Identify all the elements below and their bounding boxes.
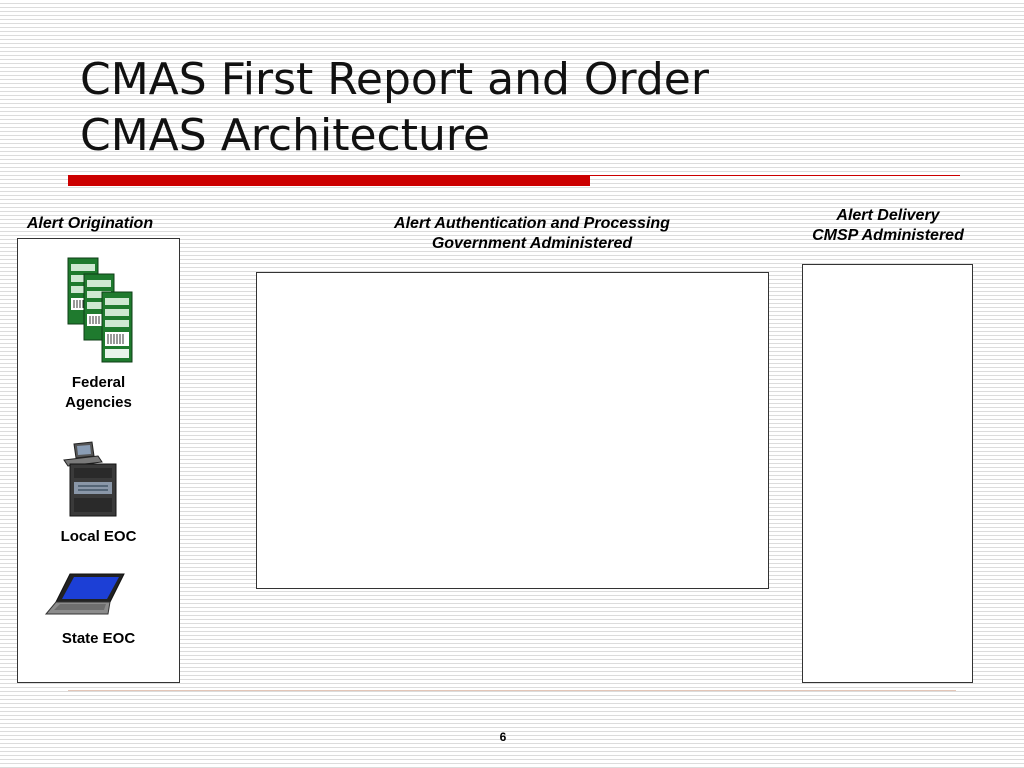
heading-authentication-line-2: Government Administered — [431, 235, 633, 252]
state-eoc-label: State EOC — [17, 629, 180, 649]
heading-alert-origination: Alert Origination — [0, 214, 180, 234]
heading-alert-delivery: Alert Delivery CMSP Administered — [780, 206, 996, 246]
footer-divider — [68, 690, 956, 691]
laptop-icon — [44, 573, 125, 615]
heading-alert-authentication: Alert Authentication and Processing Gove… — [330, 214, 734, 254]
federal-agencies-label-line-2: Agencies — [65, 394, 132, 411]
heading-alert-origination-text: Alert Origination — [26, 215, 154, 232]
federal-agencies-label: Federal Agencies — [17, 373, 180, 413]
heading-authentication-line-1: Alert Authentication and Processing — [394, 215, 670, 232]
slide-title: CMAS First Report and Order CMAS Archite… — [80, 52, 980, 164]
title-underline-rule — [590, 175, 960, 176]
laptop-screen — [55, 573, 125, 603]
workstation-icon — [63, 441, 117, 517]
title-underline-bar — [68, 175, 590, 186]
state-eoc-label-text: State EOC — [61, 630, 136, 647]
server-unit-front — [101, 291, 133, 363]
federal-agencies-label-line-1: Federal — [71, 374, 126, 391]
server-rack-icon — [67, 257, 133, 363]
alert-delivery-panel — [802, 264, 973, 683]
local-eoc-label: Local EOC — [17, 527, 180, 547]
local-eoc-label-text: Local EOC — [60, 528, 137, 545]
title-line-1: CMAS First Report and Order — [80, 54, 709, 105]
heading-delivery-line-2: CMSP Administered — [812, 227, 964, 244]
alert-authentication-panel — [256, 272, 769, 589]
page-number: 6 — [499, 730, 507, 744]
laptop-base — [44, 601, 111, 615]
title-line-2: CMAS Architecture — [80, 110, 491, 161]
workstation-cabinet — [69, 463, 117, 517]
workstation-monitor — [63, 441, 103, 467]
heading-delivery-line-1: Alert Delivery — [836, 207, 940, 224]
